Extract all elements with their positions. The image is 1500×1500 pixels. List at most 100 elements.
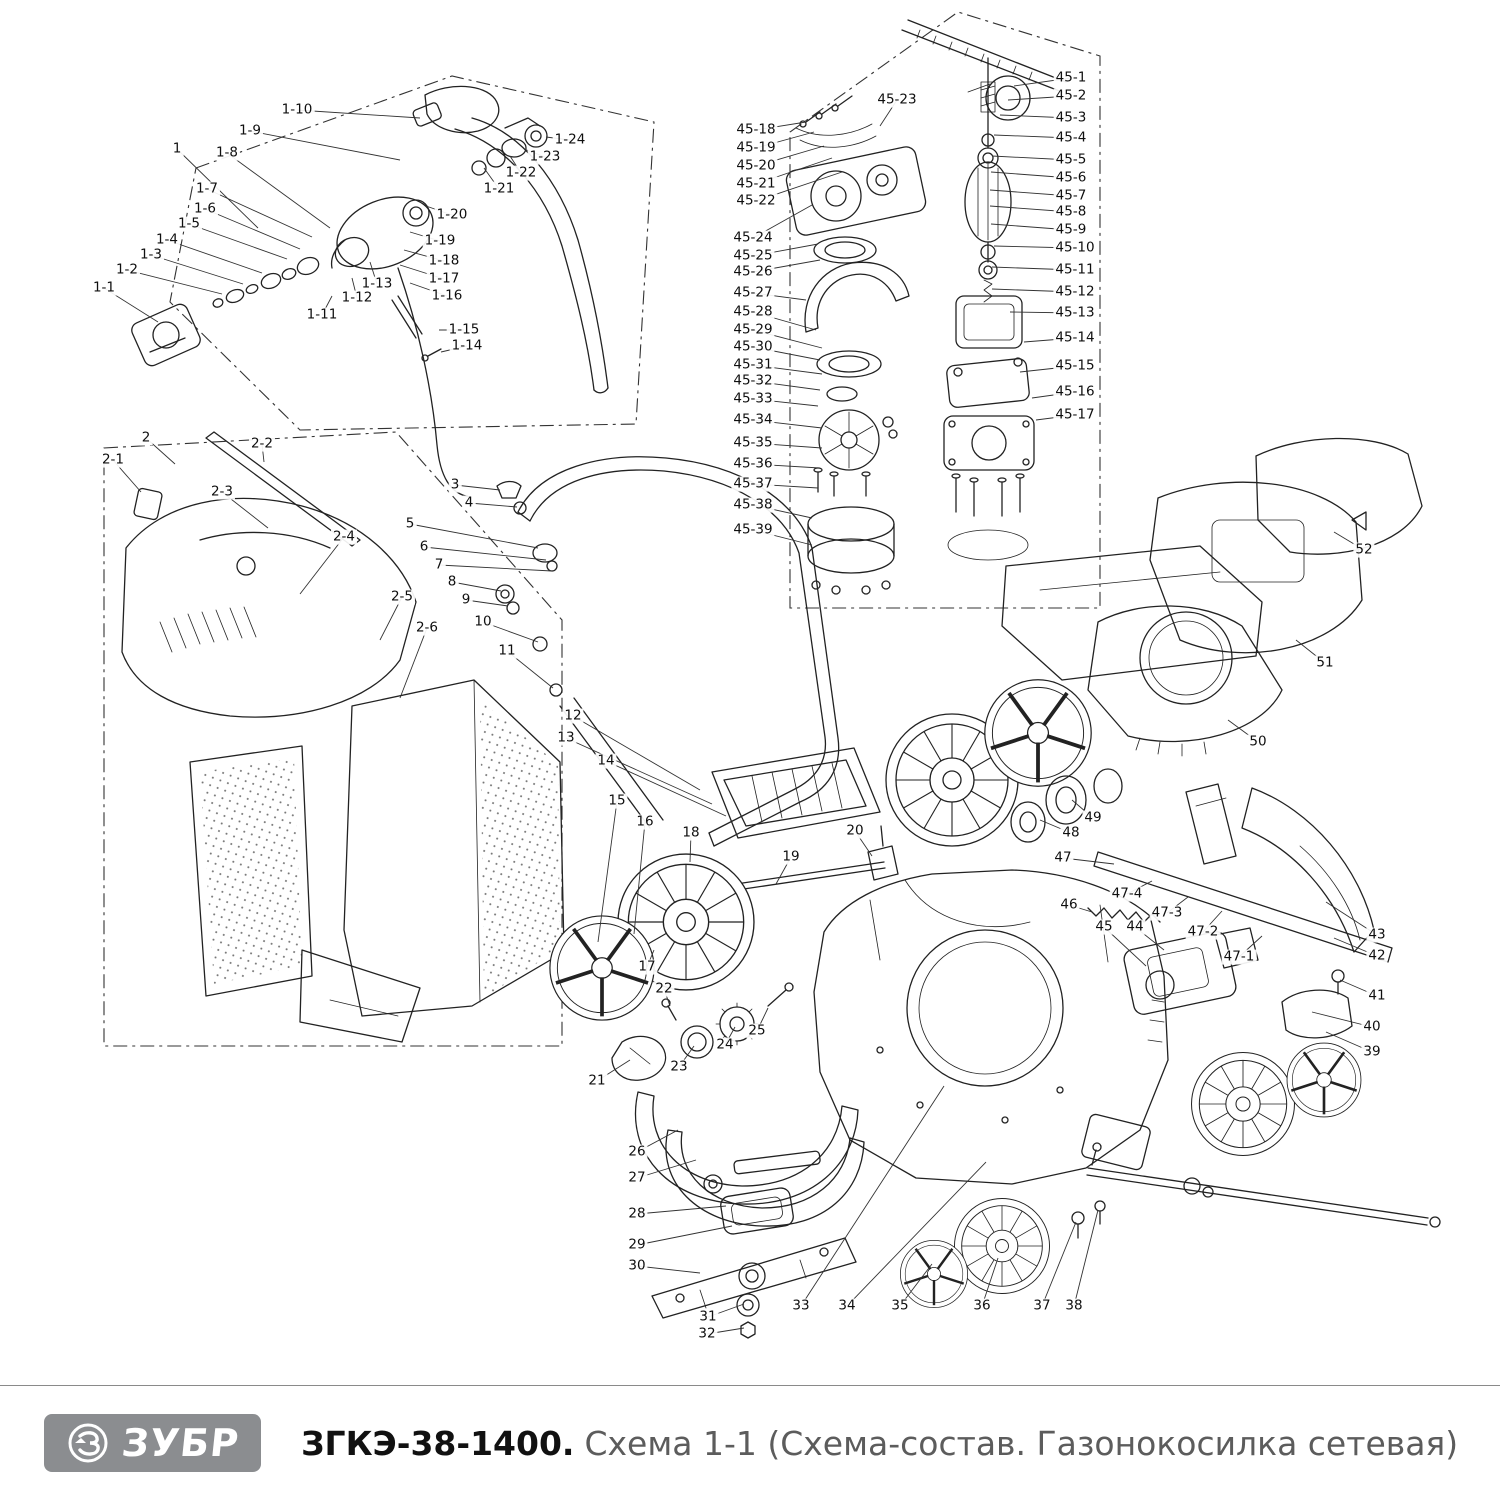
part-callout-45-34: 45-34 — [731, 411, 775, 428]
part-callout-1-21: 1-21 — [481, 180, 517, 197]
zubr-logo-text: ЗУБР — [119, 1421, 242, 1465]
part-callout-2-4: 2-4 — [330, 528, 358, 545]
part-callout-18: 18 — [680, 824, 702, 841]
part-callout-13: 13 — [555, 729, 577, 746]
part-callout-45-8: 45-8 — [1053, 203, 1089, 220]
part-callout-45-6: 45-6 — [1053, 169, 1089, 186]
part-callout-2: 2 — [139, 429, 153, 446]
part-callout-1-16: 1-16 — [429, 287, 465, 304]
part-callout-45-39: 45-39 — [731, 521, 775, 538]
part-callout-2-3: 2-3 — [208, 483, 236, 500]
part-callout-1-1: 1-1 — [90, 279, 118, 296]
part-callout-1-10: 1-10 — [279, 101, 315, 118]
part-callout-45-10: 45-10 — [1053, 239, 1097, 256]
part-callout-23: 23 — [668, 1058, 690, 1075]
part-callout-19: 19 — [780, 848, 802, 865]
part-callout-50: 50 — [1247, 733, 1269, 750]
part-callout-33: 33 — [790, 1297, 812, 1314]
part-callout-12: 12 — [562, 707, 584, 724]
part-callout-1-4: 1-4 — [153, 231, 181, 248]
part-callout-36: 36 — [971, 1297, 993, 1314]
part-callout-1-20: 1-20 — [434, 206, 470, 223]
part-callout-2-2: 2-2 — [248, 435, 276, 452]
part-callout-45-13: 45-13 — [1053, 304, 1097, 321]
part-callout-30: 30 — [626, 1257, 648, 1274]
part-callout-1-12: 1-12 — [339, 289, 375, 306]
part-callout-45-19: 45-19 — [734, 139, 778, 156]
model-number: ЗГКЭ-38-1400. — [301, 1423, 575, 1463]
part-callout-45-25: 45-25 — [731, 247, 775, 264]
part-callout-45-2: 45-2 — [1053, 87, 1089, 104]
part-callout-47: 47 — [1052, 849, 1074, 866]
part-callout-1-13: 1-13 — [359, 275, 395, 292]
part-callout-45-31: 45-31 — [731, 356, 775, 373]
part-callout-26: 26 — [626, 1143, 648, 1160]
part-callout-1-18: 1-18 — [426, 252, 462, 269]
part-callout-42: 42 — [1366, 947, 1388, 964]
diagram-line-art — [103, 11, 1441, 1339]
part-callout-1-7: 1-7 — [193, 180, 221, 197]
part-callout-1-5: 1-5 — [175, 215, 203, 232]
part-callout-29: 29 — [626, 1236, 648, 1253]
motor-exploded-view — [785, 19, 1067, 595]
part-callout-40: 40 — [1361, 1018, 1383, 1035]
part-callout-34: 34 — [836, 1297, 858, 1314]
part-callout-45-35: 45-35 — [731, 434, 775, 451]
part-callout-1-8: 1-8 — [213, 144, 241, 161]
part-callout-41: 41 — [1366, 987, 1388, 1004]
schema-subtitle: Схема 1-1 (Схема-состав. Газонокосилка с… — [584, 1423, 1459, 1463]
part-callout-6: 6 — [417, 538, 431, 555]
part-callout-47-3: 47-3 — [1149, 904, 1185, 921]
part-callout-45-28: 45-28 — [731, 303, 775, 320]
part-callout-2-6: 2-6 — [413, 619, 441, 636]
part-callout-45-3: 45-3 — [1053, 109, 1089, 126]
part-callout-45-22: 45-22 — [734, 192, 778, 209]
part-callout-4: 4 — [462, 494, 476, 511]
part-callout-45-14: 45-14 — [1053, 329, 1097, 346]
part-callout-45-32: 45-32 — [731, 372, 775, 389]
part-callout-11: 11 — [496, 642, 518, 659]
part-callout-45-11: 45-11 — [1053, 261, 1097, 278]
part-callout-45-36: 45-36 — [731, 455, 775, 472]
part-callout-3: 3 — [448, 476, 462, 493]
part-callout-45-33: 45-33 — [731, 390, 775, 407]
part-callout-45-9: 45-9 — [1053, 221, 1089, 238]
part-callout-48: 48 — [1060, 824, 1082, 841]
part-callout-45-29: 45-29 — [731, 321, 775, 338]
part-callout-1-11: 1-11 — [304, 306, 340, 323]
part-callout-31: 31 — [697, 1308, 719, 1325]
part-callout-1-14: 1-14 — [449, 337, 485, 354]
part-callout-1-22: 1-22 — [503, 164, 539, 181]
part-callout-22: 22 — [653, 980, 675, 997]
part-callout-1-24: 1-24 — [552, 131, 588, 148]
part-callout-35: 35 — [889, 1297, 911, 1314]
part-callout-1-3: 1-3 — [137, 246, 165, 263]
rear-axle — [1071, 1142, 1441, 1239]
part-callout-27: 27 — [626, 1169, 648, 1186]
part-callout-14: 14 — [595, 752, 617, 769]
part-callout-45-1: 45-1 — [1053, 69, 1089, 86]
part-callout-45-38: 45-38 — [731, 496, 775, 513]
part-callout-1-6: 1-6 — [191, 200, 219, 217]
part-callout-7: 7 — [432, 556, 446, 573]
part-callout-52: 52 — [1353, 541, 1375, 558]
part-callout-24: 24 — [714, 1036, 736, 1053]
part-callout-45-17: 45-17 — [1053, 406, 1097, 423]
part-callout-1-23: 1-23 — [527, 148, 563, 165]
part-callout-21: 21 — [586, 1072, 608, 1089]
part-callout-45-27: 45-27 — [731, 284, 775, 301]
part-callout-45-24: 45-24 — [731, 229, 775, 246]
zubr-emblem-icon — [68, 1423, 108, 1463]
part-callout-1-2: 1-2 — [113, 261, 141, 278]
part-callout-1-17: 1-17 — [426, 270, 462, 287]
part-callout-8: 8 — [445, 573, 459, 590]
grass-bag-assembly — [121, 431, 565, 1043]
part-callout-45-20: 45-20 — [734, 157, 778, 174]
part-callout-47-2: 47-2 — [1185, 923, 1221, 940]
part-callout-49: 49 — [1082, 809, 1104, 826]
mower-deck — [813, 869, 1169, 1185]
part-callout-25: 25 — [746, 1022, 768, 1039]
part-callout-45-4: 45-4 — [1053, 129, 1089, 146]
